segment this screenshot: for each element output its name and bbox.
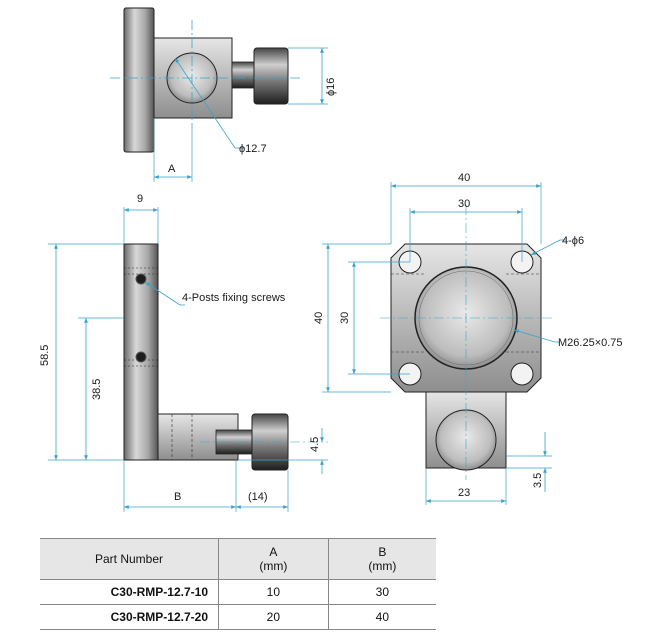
top-view: ϕ12.7 ϕ16 A [110,7,337,182]
fixing-screws-label: 4-Posts fixing screws [182,292,286,304]
width-9-label: 9 [137,193,143,205]
height-40-label: 40 [313,312,325,324]
height-38-label: 38.5 [91,379,103,400]
knob-len-label: (14) [248,491,268,503]
width-40-label: 40 [458,172,470,184]
knob-dia-label: ϕ16 [325,78,337,96]
bore-dia-label: ϕ12.7 [239,143,267,155]
table-row: C30-RMP-12.7-10 10 30 [40,579,436,605]
header-a-label: A [269,545,278,559]
knob-height-label: 4.5 [309,437,321,452]
width-23-label: 23 [458,487,470,499]
top-view-knob [253,47,289,105]
side-view-knob [251,413,289,471]
holes-label: 4-ϕ6 [562,235,584,247]
top-view-screw-shaft [231,61,255,89]
header-a: A (mm) [218,538,329,580]
part-table: Part Number A (mm) B (mm) C30-RMP-12.7-1… [40,538,436,630]
thread-label: M26.25×0.75 [558,337,623,349]
top-view-plate [123,7,155,153]
table-header-row: Part Number A (mm) B (mm) [40,538,436,580]
header-a-unit: (mm) [259,559,288,573]
cell-part-number: C30-RMP-12.7-20 [40,604,219,630]
part-table-wrapper: Part Number A (mm) B (mm) C30-RMP-12.7-1… [40,538,436,630]
width-30-label: 30 [458,198,470,210]
cell-part-number: C30-RMP-12.7-10 [40,579,219,605]
height-3-5-label: 3.5 [532,473,544,488]
header-b-label: B [378,545,387,559]
height-30-label: 30 [339,312,351,324]
header-part-number: Part Number [40,538,219,580]
cell-b: 40 [327,604,436,630]
fixing-screw-upper-icon [135,273,147,285]
cell-b: 30 [327,579,436,605]
offset-a-label: A [168,163,176,175]
cell-a: 20 [218,604,329,630]
fixing-screw-lower-icon [135,351,147,363]
front-view: 40 30 40 30 4-ϕ6 M26.25×0.75 23 3.5 [313,172,623,505]
base-b-label: B [174,491,181,503]
cell-a: 10 [218,579,329,605]
header-b-unit: (mm) [368,559,397,573]
side-view: 4-Posts fixing screws 9 58.5 38.5 B (14)… [39,193,328,512]
table-row: C30-RMP-12.7-20 20 40 [40,604,436,630]
technical-drawing: ϕ12.7 ϕ16 A 4-Posts fixing screws 9 58.5 [39,7,623,512]
height-58-label: 58.5 [39,345,51,366]
mount-hole-br-icon [510,362,534,386]
header-b: B (mm) [327,538,436,580]
